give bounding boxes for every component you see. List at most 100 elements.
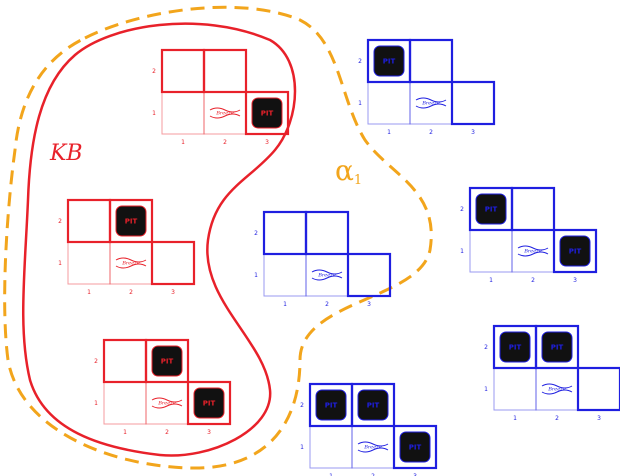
cell-bold (186, 380, 232, 426)
breeze-icon: Breeze (415, 97, 447, 109)
row-tick: 2 (300, 402, 304, 409)
pit-box (315, 389, 347, 421)
breeze-label: Breeze (121, 261, 140, 267)
breeze-icon: Breeze (209, 107, 241, 119)
col-tick: 1 (181, 139, 185, 146)
row-tick: 2 (254, 230, 258, 237)
breeze-label: Breeze (421, 101, 440, 107)
row-tick: 2 (460, 206, 464, 213)
pit-label: PIT (409, 444, 422, 452)
pit-box (499, 331, 531, 363)
pit-box (541, 331, 573, 363)
cell-bold (202, 48, 248, 94)
pit-label: PIT (367, 402, 380, 410)
kb-region (21, 22, 297, 457)
pit-box (559, 235, 591, 267)
breeze-wave (415, 97, 447, 109)
col-tick: 2 (555, 415, 559, 422)
alpha1-region (3, 5, 433, 470)
pit-box (373, 45, 405, 77)
col-tick: 1 (513, 415, 517, 422)
col-tick: 3 (207, 429, 211, 436)
pit: PIT (357, 389, 389, 421)
pit-label: PIT (383, 58, 396, 66)
alpha-symbol: α (335, 154, 354, 187)
col-tick: 3 (597, 415, 601, 422)
col-tick: 3 (413, 473, 417, 476)
pit-box (475, 193, 507, 225)
pit-label: PIT (203, 400, 216, 408)
pit-label: PIT (485, 206, 498, 214)
pit: PIT (193, 387, 225, 419)
breeze-label: Breeze (363, 445, 382, 451)
kb-label: KB (49, 141, 83, 166)
col-tick: 1 (283, 301, 287, 308)
pit-box (193, 387, 225, 419)
pit-box (115, 205, 147, 237)
pit: PIT (541, 331, 573, 363)
breeze-label: Breeze (317, 273, 336, 279)
breeze-label: Breeze (215, 111, 234, 117)
col-tick: 2 (429, 129, 433, 136)
cell-faint (469, 229, 513, 273)
col-tick: 2 (223, 139, 227, 146)
cell-bold (244, 90, 290, 136)
cell-faint (103, 381, 147, 425)
col-tick: 2 (371, 473, 375, 476)
world-w6: BreezePITPITPIT21123 (300, 382, 438, 476)
cell-faint (493, 367, 537, 411)
alpha-subscript: 1 (354, 173, 362, 188)
breeze-icon: Breeze (115, 257, 147, 269)
pit-label: PIT (125, 218, 138, 226)
row-tick: 2 (484, 344, 488, 351)
cell-bold (66, 198, 112, 244)
col-tick: 2 (325, 301, 329, 308)
cell-bold (408, 38, 454, 84)
row-tick: 1 (484, 386, 488, 393)
breeze-icon: Breeze (357, 441, 389, 453)
breeze-icon: Breeze (517, 245, 549, 257)
pit: PIT (251, 97, 283, 129)
pit: PIT (151, 345, 183, 377)
col-tick: 3 (573, 277, 577, 284)
col-tick: 2 (531, 277, 535, 284)
pit-label: PIT (569, 248, 582, 256)
pit-box (251, 97, 283, 129)
breeze-icon: Breeze (151, 397, 183, 409)
pit-box (399, 431, 431, 463)
col-tick: 1 (329, 473, 333, 476)
cell-bold (534, 324, 580, 370)
cell-bold (552, 228, 598, 274)
cell-faint (67, 241, 111, 285)
row-tick: 2 (94, 358, 98, 365)
breeze-wave (311, 269, 343, 281)
cell-bold (450, 80, 496, 126)
cell-bold (576, 366, 620, 412)
col-tick: 3 (471, 129, 475, 136)
row-tick: 1 (58, 260, 62, 267)
col-tick: 3 (367, 301, 371, 308)
pit: PIT (475, 193, 507, 225)
alpha-label: α1 (335, 154, 362, 188)
cell-bold (262, 210, 308, 256)
cell-bold (510, 186, 556, 232)
pit: PIT (399, 431, 431, 463)
cell-bold (346, 252, 392, 298)
row-tick: 1 (358, 100, 362, 107)
col-tick: 1 (387, 129, 391, 136)
cell-bold (150, 240, 196, 286)
cell-faint (309, 425, 353, 469)
cell-bold (392, 424, 438, 470)
row-tick: 2 (152, 68, 156, 75)
cell-bold (102, 338, 148, 384)
cell-bold (304, 210, 350, 256)
col-tick: 3 (265, 139, 269, 146)
breeze-wave (115, 257, 147, 269)
breeze-label: Breeze (547, 387, 566, 393)
breeze-wave (517, 245, 549, 257)
